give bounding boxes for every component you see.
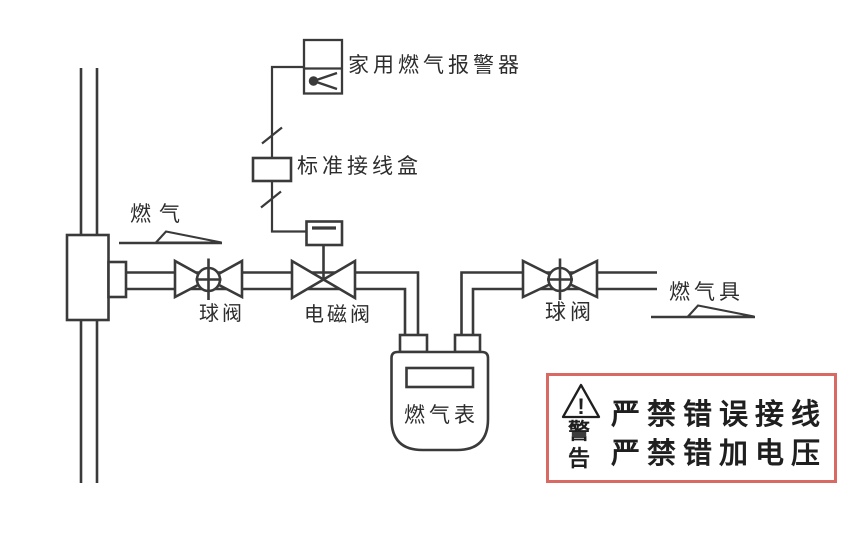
ball-valve-right-label: 球阀	[545, 301, 595, 324]
ball-valve-left-label: 球阀	[199, 303, 245, 325]
gas-flow-arrow-outlet-icon	[651, 304, 755, 319]
warning-line-1: 严禁错误接线	[611, 399, 828, 431]
warning-line-2: 严禁错加电压	[611, 438, 828, 470]
gas-meter-icon	[390, 333, 490, 452]
gas-inlet-label: 燃气	[130, 203, 188, 226]
gas-flow-arrow-inlet-icon	[119, 230, 222, 245]
ball-valve-left-icon	[173, 258, 244, 300]
warning-box: ! 警告 严禁错误接线 严禁错加电压	[546, 373, 837, 483]
warning-triangle-icon: !	[561, 383, 601, 419]
gas-appliance-label: 燃气具	[669, 281, 744, 304]
supply-riser-pipe	[65, 68, 128, 483]
alarm-label: 家用燃气报警器	[348, 54, 523, 77]
solenoid-valve-icon	[290, 220, 357, 301]
signal-wire	[260, 65, 307, 233]
ball-valve-right-icon	[521, 258, 599, 300]
junction-box-label: 标准接线盒	[297, 155, 422, 178]
junction-box-icon	[251, 156, 293, 183]
gas-alarm-icon	[302, 38, 344, 95]
warning-vertical-label: 警告	[568, 419, 591, 471]
pipe-run-inlet	[126, 271, 420, 335]
warning-exclamation-mark: !	[577, 394, 584, 419]
solenoid-valve-label: 电磁阀	[304, 304, 373, 326]
gas-meter-label: 燃气表	[404, 404, 479, 427]
